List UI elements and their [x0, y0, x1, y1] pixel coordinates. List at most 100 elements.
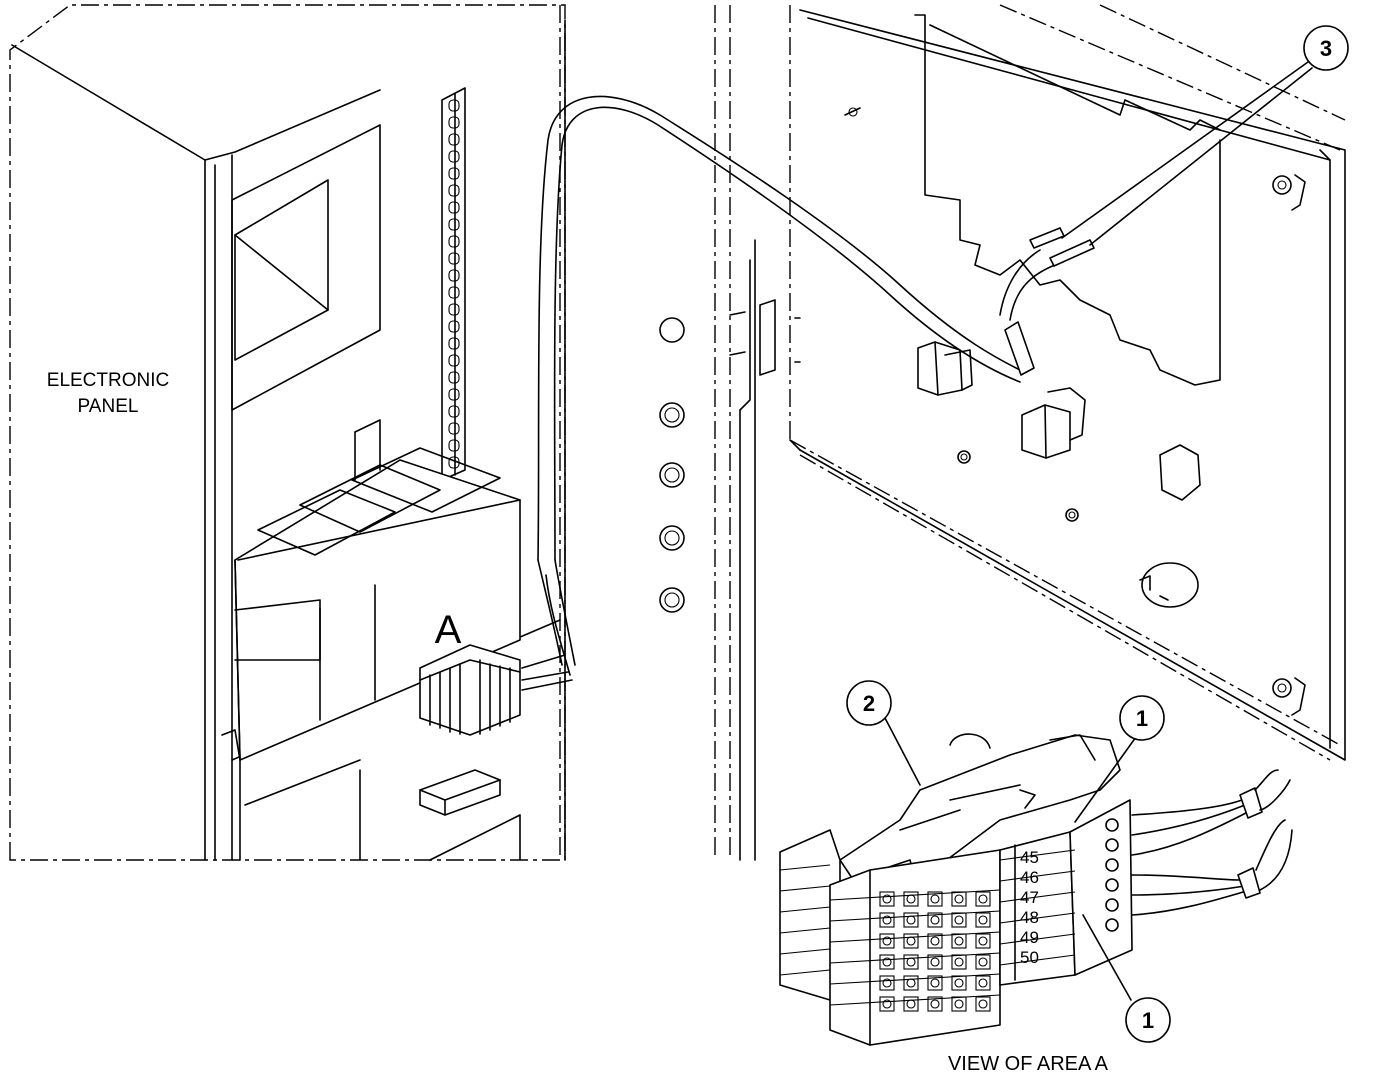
- door-fastener-top: [1272, 174, 1306, 211]
- terminal-screw: [882, 894, 892, 904]
- callout-3-label: 3: [1320, 36, 1332, 61]
- rail-slot: [448, 218, 460, 231]
- electronic-panel-label-line1: ELECTRONIC: [47, 370, 169, 391]
- rail-slot: [448, 150, 460, 163]
- terminal-slot: [927, 912, 943, 928]
- terminal-slot: [903, 933, 919, 949]
- view-title: VIEW OF AREA A: [948, 1053, 1109, 1075]
- detail-view-area-a: 45 46 47 48 49 50: [779, 733, 1293, 1046]
- terminal-screw: [906, 894, 916, 904]
- numbered-row-line: [999, 870, 1076, 882]
- door-panel: [564, 4, 1346, 861]
- terminal-row-line: [829, 952, 1001, 964]
- terminal-slot: [903, 996, 919, 1012]
- terminal-number-46: 46: [1020, 868, 1039, 887]
- door-hole: [659, 317, 685, 343]
- terminal-number-50: 50: [1020, 948, 1039, 967]
- terminal-slot: [951, 891, 967, 907]
- terminal-slot: [879, 975, 895, 991]
- wire-entry: [1105, 818, 1119, 832]
- terminal-slot: [951, 933, 967, 949]
- callout-3: 3: [1303, 25, 1349, 71]
- rail-slot: [448, 167, 460, 180]
- terminal-slot: [927, 933, 943, 949]
- terminal-screw: [906, 957, 916, 967]
- rail-slot: [448, 405, 460, 418]
- terminal-slot: [879, 912, 895, 928]
- detail-wires: [1131, 769, 1293, 916]
- terminal-row-line: [829, 973, 1001, 985]
- terminal-screw: [930, 978, 940, 988]
- rail-slot: [448, 269, 460, 282]
- rail-slot: [448, 371, 460, 384]
- terminal-block-area-a: [419, 644, 573, 736]
- terminal-slot: [879, 996, 895, 1012]
- area-a-marker: A: [435, 608, 462, 652]
- housing-rib: [779, 906, 831, 913]
- terminal-slot: [975, 996, 991, 1012]
- terminal-row-line: [829, 931, 1001, 943]
- rail-slot: [448, 286, 460, 299]
- terminal-slot: [951, 912, 967, 928]
- rail-slot: [448, 235, 460, 248]
- rail-slot: [448, 99, 460, 112]
- terminal-slot: [975, 891, 991, 907]
- callout-1-top-label: 1: [1136, 706, 1148, 731]
- door-hole-inner: [664, 467, 680, 483]
- rail-slot: [448, 252, 460, 265]
- terminal-screw: [882, 978, 892, 988]
- terminal-slot: [975, 933, 991, 949]
- rail-slot: [448, 320, 460, 333]
- terminal-screw: [930, 894, 940, 904]
- door-hole-inner: [664, 530, 680, 546]
- terminal-slot: [975, 912, 991, 928]
- din-rail-slots: [448, 99, 460, 469]
- terminal-screw: [978, 999, 988, 1009]
- terminal-slot: [903, 912, 919, 928]
- terminal-screw: [906, 915, 916, 925]
- terminal-slot: [903, 954, 919, 970]
- housing-rib: [779, 969, 831, 976]
- terminal-screw: [882, 999, 892, 1009]
- terminal-slot: [903, 975, 919, 991]
- callout-1-bottom-label: 1: [1142, 1008, 1154, 1033]
- door-hole: [659, 587, 685, 613]
- switch-left: [917, 341, 973, 396]
- rail-slot: [448, 201, 460, 214]
- door-grommet-holes: [659, 317, 685, 613]
- outlet: [1139, 562, 1199, 608]
- terminal-screw: [978, 978, 988, 988]
- terminal-slot: [951, 975, 967, 991]
- rail-slot: [448, 388, 460, 401]
- numbered-row-line: [999, 891, 1076, 903]
- leader-lines: [884, 61, 1313, 1001]
- callout-2: 2: [846, 680, 892, 726]
- wire-entry: [1105, 878, 1119, 892]
- door-hole: [659, 525, 685, 551]
- rail-slot: [448, 133, 460, 146]
- terminal-slot: [975, 975, 991, 991]
- terminal-slot: [879, 933, 895, 949]
- terminal-slot: [927, 996, 943, 1012]
- terminal-screw: [978, 936, 988, 946]
- housing-rib: [779, 885, 831, 892]
- wire-entry: [1105, 858, 1119, 872]
- terminal-slot: [927, 954, 943, 970]
- callout-1-top: 1: [1119, 695, 1165, 741]
- numbered-row-line: [999, 954, 1076, 966]
- terminal-slot: [927, 891, 943, 907]
- terminal-screw: [930, 936, 940, 946]
- door-hole-inner: [664, 592, 680, 608]
- rail-slot: [448, 116, 460, 129]
- terminal-slot: [927, 975, 943, 991]
- terminal-screw: [906, 936, 916, 946]
- callout-1-bottom: 1: [1125, 997, 1171, 1043]
- terminal-rows: [779, 818, 1119, 1012]
- rail-slot: [448, 354, 460, 367]
- housing-rib: [779, 927, 831, 934]
- terminal-number-47: 47: [1020, 888, 1039, 907]
- terminal-slot: [951, 996, 967, 1012]
- terminal-screw: [882, 915, 892, 925]
